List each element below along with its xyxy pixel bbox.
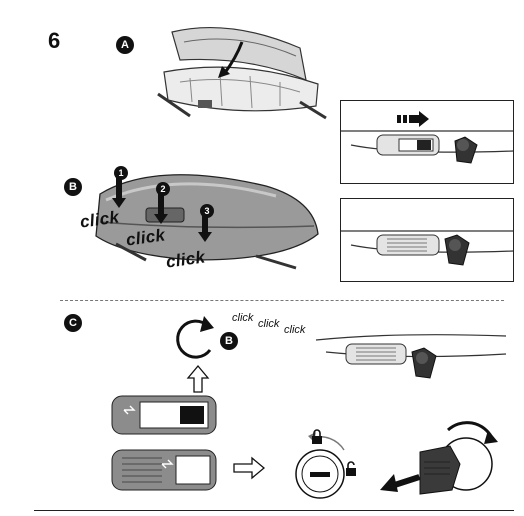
point-1-badge: 1 — [114, 166, 128, 180]
click-small-2: click — [258, 318, 280, 330]
key-removal-illustration — [380, 421, 498, 495]
lock-cylinder-illustration — [295, 429, 356, 499]
rotate-key-arrow-icon — [484, 430, 498, 444]
inset-slide-lock — [340, 100, 514, 184]
section-a-badge: A — [116, 36, 134, 54]
point-3-badge: 3 — [200, 204, 214, 218]
box-lock-detail-illustration — [315, 334, 507, 379]
arrow-right-icon — [397, 111, 429, 127]
step-number: 6 — [48, 28, 61, 53]
point-2-badge: 2 — [156, 182, 170, 196]
rotate-b-badge: B — [220, 332, 238, 350]
click-small-1: click — [232, 312, 254, 324]
section-b-badge: B — [64, 178, 82, 196]
closing-arrow-icon — [218, 66, 230, 78]
lock-slide-illustration — [341, 111, 514, 164]
arrow-right-outline-icon — [233, 456, 266, 480]
click-small-3: click — [284, 324, 306, 336]
section-divider — [60, 300, 504, 301]
padlock-open-icon — [346, 461, 356, 476]
bottom-rule — [34, 510, 514, 511]
inset-locked — [340, 198, 514, 282]
lock-slider-open-illustration — [111, 449, 217, 491]
open-roofbox-illustration — [157, 26, 327, 120]
section-c-badge: C — [64, 314, 82, 332]
rotate-clockwise-icon — [176, 316, 214, 359]
arrow-left-icon — [380, 474, 421, 492]
lock-slider-closed-illustration — [111, 395, 217, 435]
lock-engaged-illustration — [341, 230, 514, 266]
push-down-arrow-icon — [112, 178, 212, 242]
arrow-up-icon — [186, 364, 210, 393]
padlock-closed-icon — [312, 429, 322, 444]
